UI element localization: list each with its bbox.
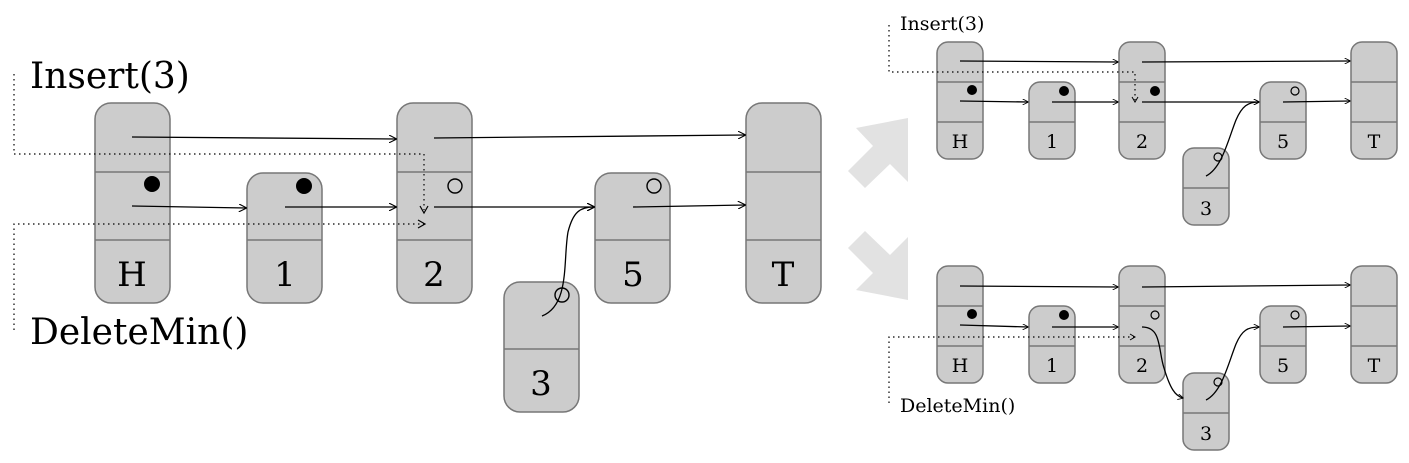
- transition-arrow-down: [848, 231, 908, 300]
- pointer-arrow: [1141, 285, 1350, 287]
- pointer-arrow: [959, 325, 1028, 327]
- delete-operation-label: DeleteMin(): [30, 312, 248, 353]
- tail-node: T: [1350, 41, 1398, 160]
- head-key: H: [952, 131, 969, 153]
- node-3-key: 3: [1200, 198, 1212, 220]
- insert-trace: [888, 25, 1136, 100]
- node-1: 1: [1028, 305, 1076, 384]
- node-2: 2: [1118, 265, 1166, 384]
- pointer-arrow: [959, 101, 1028, 102]
- delete-operation-label: DeleteMin(): [900, 395, 1015, 417]
- insert-operation-label: Insert(3): [30, 56, 190, 97]
- head-node: H: [936, 265, 984, 384]
- head-node: H: [94, 102, 171, 304]
- tail-key: T: [1368, 131, 1381, 153]
- node-5-key: 5: [1277, 355, 1289, 377]
- pointer-arrow: [1205, 327, 1259, 401]
- marked-flag-icon: [296, 178, 312, 194]
- node-3-key: 3: [1200, 423, 1212, 445]
- unmarked-flag-icon: [1290, 310, 1300, 320]
- new-node-3: 3: [1182, 372, 1230, 451]
- pointer-arrow: [959, 61, 1118, 62]
- tail-node: T: [745, 102, 822, 304]
- tail-key: T: [772, 255, 795, 295]
- new-node-3: 3: [1182, 147, 1230, 226]
- unmarked-flag-icon: [1290, 86, 1300, 96]
- head-node: H: [936, 41, 984, 160]
- delete-trace: [13, 223, 424, 330]
- pointer-arrow: [959, 286, 1118, 287]
- node-2: 2: [1118, 41, 1166, 160]
- pointer-arrow: [1141, 61, 1350, 62]
- head-key: H: [952, 355, 969, 377]
- node-2-key: 2: [1136, 131, 1148, 153]
- node-5-key: 5: [622, 255, 644, 295]
- marked-flag-icon: [1059, 86, 1069, 96]
- marked-flag-icon: [967, 309, 977, 319]
- pointer-arrow: [632, 205, 745, 207]
- marked-flag-icon: [144, 176, 160, 192]
- node-2-key: 2: [1136, 355, 1148, 377]
- node-5: 5: [1259, 305, 1307, 384]
- marked-flag-icon: [1059, 310, 1069, 320]
- pointer-arrow: [1282, 326, 1350, 327]
- node-1-key: 1: [1046, 131, 1058, 153]
- insert-trace: [13, 74, 425, 210]
- transition-arrow-up: [848, 118, 908, 188]
- pointer-arrow: [1141, 326, 1183, 398]
- node-1: 1: [246, 172, 323, 304]
- tail-node: T: [1350, 265, 1398, 384]
- pointer-arrow: [433, 135, 745, 138]
- node-1-key: 1: [274, 255, 296, 295]
- node-5: 5: [1259, 81, 1307, 160]
- delete-trace: [888, 336, 1135, 403]
- insert-operation-label: Insert(3): [900, 13, 984, 35]
- main-skiplist: H 1 2 5 T: [13, 56, 822, 413]
- node-2: 2: [396, 102, 473, 304]
- node-5: 5: [594, 172, 671, 304]
- pointer-arrow: [131, 206, 246, 208]
- new-node-3: 3: [503, 281, 580, 413]
- delete-result-skiplist: H 1 2 5 T: [888, 265, 1398, 451]
- head-key: H: [117, 255, 147, 295]
- marked-flag-icon: [1150, 86, 1160, 96]
- tail-key: T: [1368, 355, 1381, 377]
- marked-flag-icon: [967, 85, 977, 95]
- unmarked-flag-icon: [1150, 310, 1160, 320]
- node-3-key: 3: [530, 364, 552, 404]
- node-1-key: 1: [1046, 355, 1058, 377]
- pointer-arrow: [1282, 101, 1350, 102]
- pointer-arrow: [541, 207, 594, 317]
- pointer-arrow: [131, 137, 396, 139]
- node-5-key: 5: [1277, 131, 1289, 153]
- unmarked-flag-icon: [646, 178, 662, 194]
- unmarked-flag-icon: [447, 178, 463, 194]
- insert-result-skiplist: H 1 2 5 T: [888, 13, 1398, 226]
- pointer-arrow: [1205, 102, 1259, 177]
- node-2-key: 2: [423, 255, 445, 295]
- node-1: 1: [1028, 81, 1076, 160]
